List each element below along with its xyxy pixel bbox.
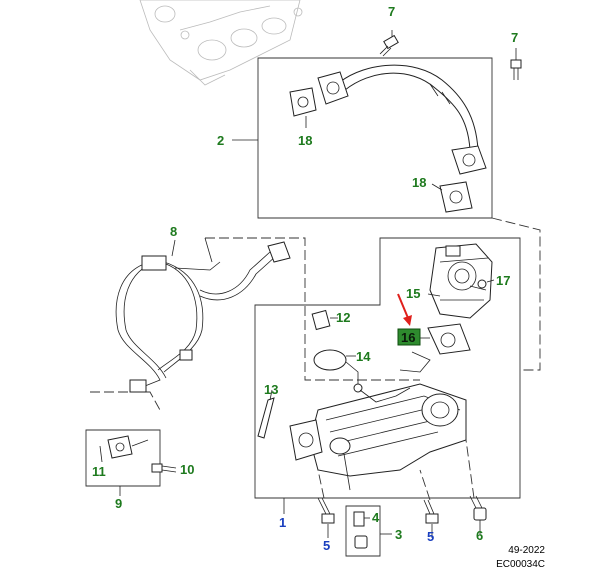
callout-15: 15 [406,286,420,301]
callout-12: 12 [336,310,350,325]
bolt-17 [477,279,495,289]
sensor-12 [311,309,338,331]
callout-14: 14 [356,349,371,364]
callout-1: 1 [279,515,286,530]
egr-cooler [289,351,467,491]
callout-2: 2 [217,133,224,148]
callout-4: 4 [372,510,380,525]
bolt-10 [151,463,177,473]
callout-16: 16 [401,330,415,345]
gasket-16 [420,323,471,355]
callout-13: 13 [264,382,278,397]
callout-6: 6 [476,528,483,543]
bolt-5-right [423,499,439,538]
main-assembly-frame [254,237,521,499]
callout-3: 3 [395,527,402,542]
callout-9: 9 [115,496,122,511]
bolt-7-right [510,48,522,80]
callout-5a: 5 [323,538,330,553]
diagram-code: EC00034C [496,559,545,570]
egr-pipe [317,64,487,175]
assembly-link-dashed [205,237,420,381]
bolt-7-left [379,30,399,57]
pipe-fitting-11 [99,435,149,463]
gasket-13 [257,389,275,439]
exhaust-manifold-ghost [139,0,303,86]
egr-valve-actuator [429,243,493,319]
bolt-6 [469,495,487,534]
callout-7b: 7 [511,30,518,45]
fitting-kit-frame [85,429,161,487]
callout-10: 10 [180,462,194,477]
callout-7a: 7 [388,4,395,19]
washer-4 [353,511,370,527]
gasket-18-right [431,181,473,213]
callout-18b: 18 [412,175,426,190]
callout-11: 11 [92,464,106,479]
callout-5b: 5 [427,529,434,544]
callout-16-highlight [397,328,421,346]
callout-17: 17 [496,273,510,288]
bolt-5-left [317,497,335,538]
callout-18a: 18 [298,133,312,148]
callout-labels: 7 7 2 18 18 8 17 15 16 12 14 13 11 10 9 … [92,4,518,553]
diagram-date: 49-2022 [508,545,545,556]
highlight-arrow [397,293,409,319]
callout-8: 8 [170,224,177,239]
wiring-harness [115,237,291,393]
gasket-18-left [289,87,317,128]
temp-sensor-14 [313,349,363,393]
nut-3 [354,535,368,549]
nut-kit-frame [345,505,381,557]
